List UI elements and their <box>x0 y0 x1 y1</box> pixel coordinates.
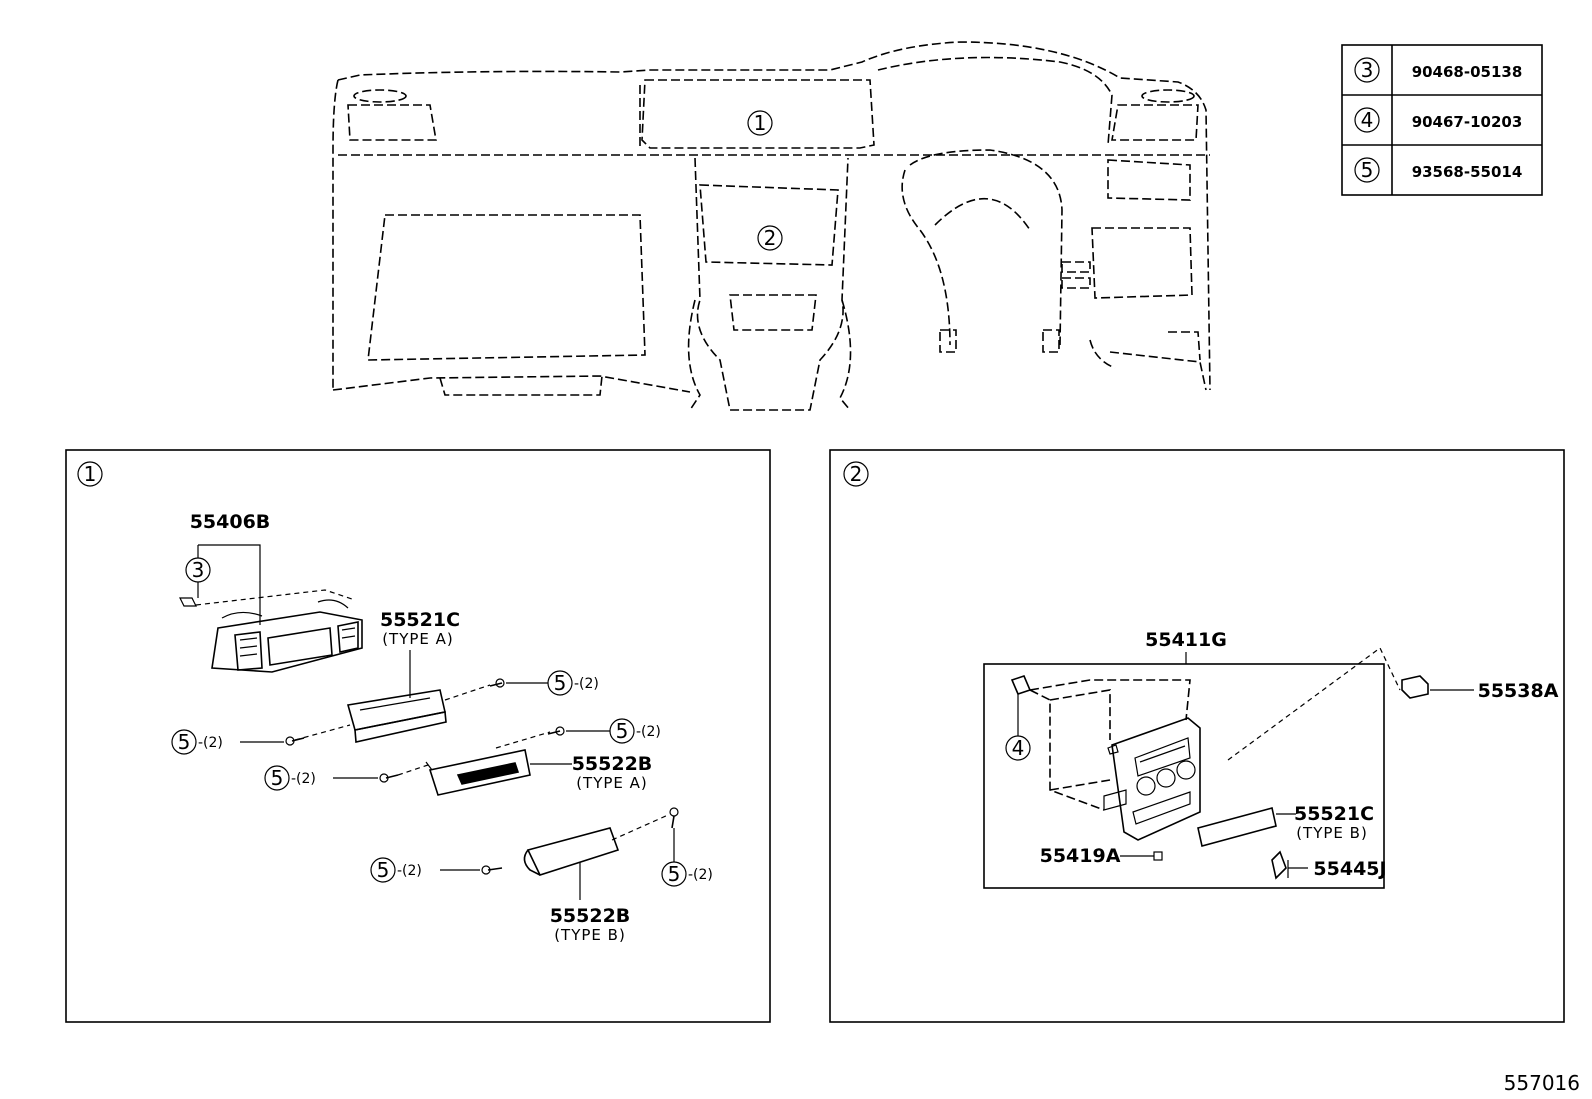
screw-qty: -(2) <box>636 724 661 740</box>
label-55445j: 55445J <box>1313 858 1386 880</box>
callout-4-label: 4 <box>1012 736 1025 760</box>
screw <box>489 678 505 688</box>
label-55522b-type-a: 55522B <box>572 753 653 775</box>
label-55521c-type-a: 55521C <box>380 609 460 631</box>
pocket-55521c-type-b <box>1197 807 1277 847</box>
label-55406b: 55406B <box>190 511 271 533</box>
table-row-ref: 5 <box>1361 158 1374 182</box>
table-row-part-number: 93568-55014 <box>1412 163 1523 181</box>
screw-callout-5 <box>171 729 197 755</box>
pocket-55521c <box>346 689 447 743</box>
control-panel-55411g <box>1103 717 1201 841</box>
label-55521c-type-a-variant: (TYPE A) <box>382 630 454 648</box>
table-row-ref: 4 <box>1361 108 1374 132</box>
screw-callout-5 <box>609 718 635 744</box>
panel-1-ref: 1 <box>84 462 97 486</box>
screw-callout-5-label: 5 <box>271 766 284 790</box>
screw-qty: -(2) <box>574 676 599 692</box>
dashboard-overview: 1 2 <box>332 41 1211 411</box>
callout-3-label: 3 <box>192 558 205 582</box>
screw <box>481 865 503 875</box>
screw-callout-5-label: 5 <box>377 858 390 882</box>
screw-qty: -(2) <box>291 771 316 787</box>
callout-1-overview <box>747 110 773 136</box>
label-55522b-type-a-variant: (TYPE A) <box>576 774 648 792</box>
fastener-table: 3 90468-05138 4 90467-10203 5 93568-5501… <box>1341 44 1543 196</box>
connector-55538a <box>1401 675 1429 699</box>
screw-callout-5 <box>264 765 290 791</box>
table-row-ref: 3 <box>1361 58 1374 82</box>
panel-2-ref-circle <box>843 461 869 487</box>
screw-callout-5-label: 5 <box>616 719 629 743</box>
clip-55445j <box>1271 850 1287 880</box>
table-row-ref-circle <box>1354 157 1380 183</box>
screw-callout-5-label: 5 <box>668 862 681 886</box>
screw-qty: -(2) <box>198 735 223 751</box>
diagram-id: 557016 <box>1504 1071 1580 1095</box>
screw-callout-5 <box>547 670 573 696</box>
label-55411g: 55411G <box>1145 629 1227 651</box>
table-row-ref-circle <box>1354 107 1380 133</box>
table-row-ref-circle <box>1354 57 1380 83</box>
panel-1-ref-circle <box>77 461 103 487</box>
screw <box>547 726 565 736</box>
screw <box>669 807 679 829</box>
label-55521c-type-b-variant: (TYPE B) <box>1296 824 1368 842</box>
callout-2-overview <box>757 225 783 251</box>
label-55522b-type-b-variant: (TYPE B) <box>554 926 626 944</box>
label-55538a: 55538A <box>1478 680 1559 702</box>
panel-2-ref: 2 <box>850 462 863 486</box>
lid-55522b-type-b <box>523 827 620 876</box>
screw-callout-5-label: 5 <box>178 730 191 754</box>
table-row-part-number: 90468-05138 <box>1412 63 1523 81</box>
screw-qty: -(2) <box>397 863 422 879</box>
screw-qty: -(2) <box>688 867 713 883</box>
detail-panel-1: 1 55406B 3 55521C (TYPE A) <box>65 449 771 1023</box>
screw <box>379 773 399 783</box>
label-55522b-type-b: 55522B <box>550 905 631 927</box>
label-55521c-type-b: 55521C <box>1294 803 1374 825</box>
label-55419a: 55419A <box>1040 845 1121 867</box>
screw-callout-5-label: 5 <box>554 671 567 695</box>
assembly-55411g-frame <box>983 663 1385 889</box>
clip-part <box>1010 675 1032 695</box>
center-vent-housing <box>195 589 363 673</box>
screw-callout-5 <box>661 861 687 887</box>
part-55419a <box>1153 851 1163 861</box>
table-row-part-number: 90467-10203 <box>1412 113 1523 131</box>
detail-panel-2: 2 55411G 4 <box>829 449 1565 1023</box>
screw-callout-5 <box>370 857 396 883</box>
callout-2-overview-label: 2 <box>764 226 777 250</box>
callout-4 <box>1005 735 1031 761</box>
callout-1-overview-label: 1 <box>754 111 767 135</box>
lid-55522b-type-a <box>425 749 531 796</box>
screw <box>285 736 305 746</box>
